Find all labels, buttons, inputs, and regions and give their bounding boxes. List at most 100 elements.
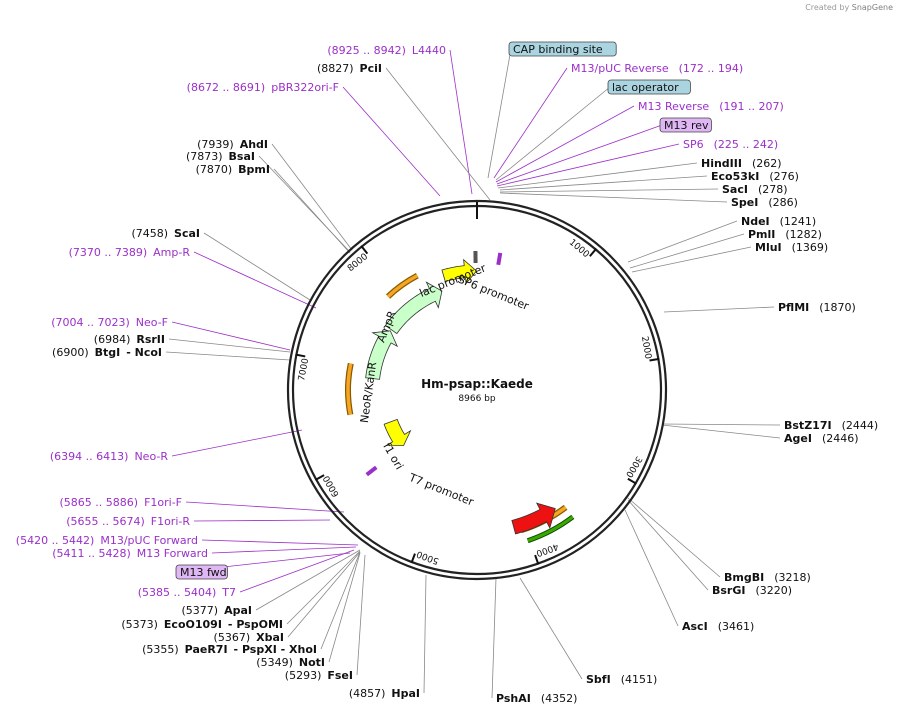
tick-5000 bbox=[410, 553, 416, 564]
site-name: EcoO109I bbox=[164, 618, 222, 631]
site-pbr322ori-f: (8672 .. 8691)pBR322ori-F bbox=[187, 81, 339, 94]
site-position: (225 .. 242) bbox=[714, 138, 779, 151]
site-name: RsrII bbox=[136, 333, 165, 346]
site-name: SbfI bbox=[586, 673, 611, 686]
site-amp-r: (7370 .. 7389)Amp-R bbox=[69, 246, 191, 259]
tick-label-8000: 8000 bbox=[346, 252, 370, 274]
site-hindiii: HindIII (262) bbox=[701, 157, 782, 170]
site-bmgbi: BmgBI(3218) bbox=[724, 571, 811, 584]
site-position: (7873) bbox=[186, 150, 223, 163]
leader-fsei bbox=[356, 554, 366, 676]
sp6-mark bbox=[496, 252, 503, 266]
site-name: AscI bbox=[682, 620, 708, 633]
site-ndei: NdeI(1241) bbox=[741, 215, 816, 228]
leader-pbr322ori-f bbox=[342, 86, 441, 197]
site-name: PshAI bbox=[496, 692, 531, 705]
site-position: (5355) bbox=[142, 643, 179, 656]
site-position: (5349) bbox=[256, 656, 293, 669]
site-pflmi: PflMI(1870) bbox=[778, 301, 856, 314]
site-name: AgeI bbox=[784, 432, 812, 445]
feature-label-sp6-promoter: SP6 promoter bbox=[456, 273, 531, 313]
leader-btgi bbox=[165, 351, 291, 361]
tick-6000 bbox=[314, 474, 325, 481]
site-name: ApaI bbox=[224, 604, 252, 617]
site-extra: - PspXI - XhoI bbox=[234, 643, 317, 656]
site-position: (1369) bbox=[792, 241, 829, 254]
site-position: (262) bbox=[752, 157, 782, 170]
ori-arrow bbox=[441, 258, 478, 285]
site-position: (5420 .. 5442) bbox=[16, 534, 95, 547]
site-agei: AgeI (2446) bbox=[784, 432, 859, 445]
site-name: SpeI bbox=[731, 196, 758, 209]
site-name: BmgBI bbox=[724, 571, 764, 584]
site-name: M13/pUC Reverse bbox=[571, 62, 669, 75]
site-bstz17i: BstZ17I(2444) bbox=[784, 419, 878, 432]
plasmid-center-title: Hm-psap::Kaede 8966 bp bbox=[421, 377, 533, 404]
site-position: (286) bbox=[768, 196, 798, 209]
site-m13-puc-forward: (5420 .. 5442)M13/pUC Forward bbox=[16, 534, 198, 547]
site-position: (4151) bbox=[621, 673, 658, 686]
tick-2000 bbox=[649, 357, 660, 362]
site-bsai: (7873)BsaI bbox=[186, 150, 255, 163]
site-name: Eco53kI bbox=[711, 170, 759, 183]
site-name: HindIII bbox=[701, 157, 742, 170]
plasmid-length: 8966 bp bbox=[458, 394, 495, 404]
site-position: (2446) bbox=[822, 432, 859, 445]
site-name: T7 bbox=[221, 586, 236, 599]
site-position: (5377) bbox=[182, 604, 219, 617]
site-name: HpaI bbox=[391, 687, 420, 700]
leader-sbfi bbox=[519, 577, 583, 680]
t7-mark bbox=[365, 465, 378, 477]
leader-pmli bbox=[629, 233, 745, 269]
tick-label-2000: 2000 bbox=[639, 336, 653, 361]
site-position: (5293) bbox=[285, 669, 322, 682]
leader-agei bbox=[661, 424, 781, 439]
leader-noti bbox=[328, 552, 361, 663]
site-eco53ki: Eco53kI(276) bbox=[711, 170, 799, 183]
site-position: (3461) bbox=[718, 620, 755, 633]
tick-label-1000: 1000 bbox=[567, 238, 591, 261]
leader-ecoo109i bbox=[286, 550, 361, 625]
box-label-m13-rev: M13 rev bbox=[664, 119, 709, 132]
leader-mlui bbox=[631, 246, 752, 273]
leader-pshai bbox=[491, 577, 497, 699]
site-name: Neo-R bbox=[134, 450, 168, 463]
site-ahdi: (7939) AhdI bbox=[197, 138, 268, 151]
neor-kanr-arrow bbox=[365, 330, 399, 380]
site-t7: (5385 .. 5404) T7 bbox=[138, 586, 236, 599]
site-position: (2444) bbox=[842, 419, 879, 432]
site-name: SacI bbox=[722, 183, 748, 196]
site-position: (7939) bbox=[197, 138, 234, 151]
site-m13-puc-reverse: M13/pUC Reverse(172 .. 194) bbox=[571, 62, 743, 75]
feature-label-kaede: Kaede bbox=[518, 480, 554, 509]
site-m13-reverse: M13 Reverse(191 .. 207) bbox=[638, 100, 784, 113]
site-asci: AscI (3461) bbox=[682, 620, 754, 633]
site-extra: - NcoI bbox=[126, 346, 162, 359]
leader-apai bbox=[255, 549, 361, 611]
backbone-outer bbox=[286, 199, 668, 581]
site-paer7i: (5355)PaeR7I- PspXI - XhoI bbox=[142, 643, 317, 656]
leader-f1ori-r bbox=[193, 519, 331, 522]
leader-paer7i bbox=[320, 551, 361, 650]
site-hpai: (4857)HpaI bbox=[349, 687, 420, 700]
snapgene-branding: Created by SnapGene bbox=[805, 3, 893, 12]
site-position: (6394 .. 6413) bbox=[50, 450, 129, 463]
site-l4440: (8925 .. 8942)L4440 bbox=[327, 44, 446, 57]
leader-ndei bbox=[627, 220, 738, 263]
site-name: AhdI bbox=[240, 138, 268, 151]
box-label-m13-fwd: M13 fwd bbox=[180, 566, 227, 579]
leader-hpai bbox=[423, 574, 427, 694]
site-position: (6984) bbox=[94, 333, 131, 346]
site-f1ori-r: (5655 .. 5674)F1ori-R bbox=[66, 515, 190, 528]
site-position: (5385 .. 5404) bbox=[138, 586, 217, 599]
site-name: NotI bbox=[299, 656, 325, 669]
site-bpmi: (7870)BpmI bbox=[196, 163, 270, 176]
leader-m13-puc-forward bbox=[201, 539, 359, 546]
site-position: (1241) bbox=[780, 215, 817, 228]
site-neo-r: (6394 .. 6413) Neo-R bbox=[50, 450, 168, 463]
site-spei: SpeI (286) bbox=[731, 196, 798, 209]
site-position: (5373) bbox=[121, 618, 158, 631]
leader-m13-puc-reverse bbox=[493, 67, 568, 179]
site-bsrgi: BsrGI(3220) bbox=[712, 584, 792, 597]
